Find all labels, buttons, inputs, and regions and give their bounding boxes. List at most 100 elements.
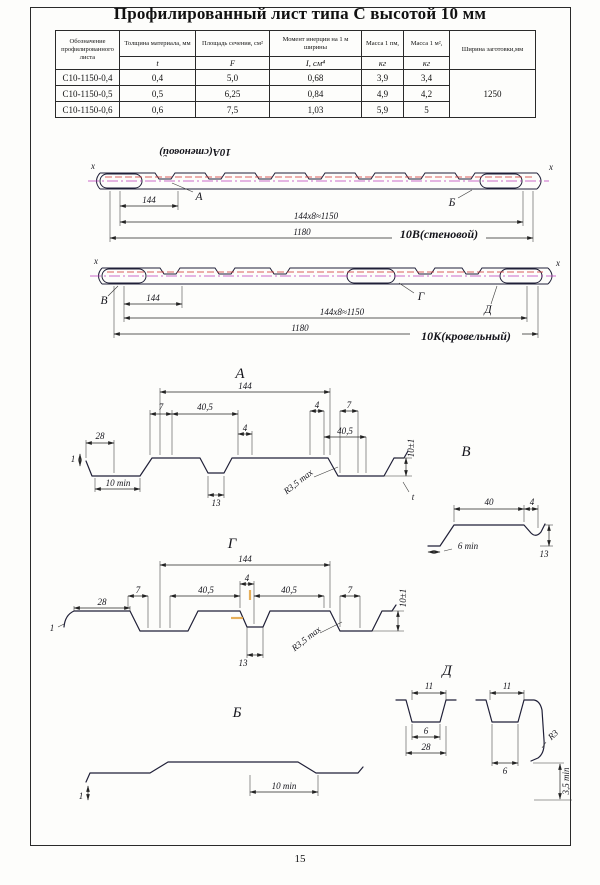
svg-text:4: 4 bbox=[243, 423, 248, 433]
svg-text:6: 6 bbox=[424, 726, 429, 736]
dim-t: t bbox=[402, 481, 415, 502]
col-header-blank-width: Ширина заготовки,мм bbox=[449, 30, 536, 70]
dim-35min: 3,5 min bbox=[533, 762, 571, 800]
callout-d: Д bbox=[483, 304, 492, 316]
callout-b: Б bbox=[448, 197, 456, 209]
page-title: Профилированный лист типа С высотой 10 м… bbox=[113, 4, 487, 23]
svg-text:144: 144 bbox=[238, 381, 252, 391]
dim-7-left: 7 bbox=[127, 585, 149, 628]
drawing-frame bbox=[30, 7, 571, 846]
dim-7-left: 7 bbox=[149, 402, 173, 455]
dim-overall: 1180 10К(кровельный) bbox=[113, 286, 539, 343]
dim-13: 13 bbox=[239, 627, 264, 668]
svg-text:13: 13 bbox=[540, 549, 550, 559]
dim-144: 144 bbox=[159, 381, 331, 455]
svg-text:28: 28 bbox=[422, 742, 432, 752]
svg-text:R3,5 max: R3,5 max bbox=[281, 467, 315, 496]
dim-pitch-total: 144x8≈1150 bbox=[119, 191, 524, 226]
dim-height: 10±1 bbox=[384, 439, 416, 477]
dim-13: 13 bbox=[540, 524, 553, 559]
dim-13: 13 bbox=[207, 476, 225, 508]
svg-text:6: 6 bbox=[503, 766, 508, 776]
section-b: Б 1 10 min bbox=[79, 705, 364, 801]
section-v-title: В bbox=[461, 444, 470, 460]
dim-6-left: 6 bbox=[411, 724, 441, 740]
svg-text:6 min: 6 min bbox=[458, 541, 479, 551]
series-label-roof: 10К(кровельный) bbox=[421, 329, 511, 343]
dim-28: 28 bbox=[85, 431, 115, 473]
svg-text:10±1: 10±1 bbox=[398, 589, 408, 607]
callout-v: В bbox=[100, 295, 107, 307]
section-d: Д 11 11 6 bbox=[395, 663, 572, 801]
dim-thickness-1: 1 bbox=[71, 453, 82, 467]
svg-text:7: 7 bbox=[348, 585, 353, 595]
svg-text:R3: R3 bbox=[545, 727, 560, 742]
profile-section-a bbox=[85, 450, 409, 477]
svg-text:t: t bbox=[412, 492, 415, 502]
section-v: В 40 4 6 min 13 bbox=[427, 444, 553, 559]
dim-11-left: 11 bbox=[411, 681, 447, 700]
col-header-mass-m2: Масса 1 м², bbox=[403, 30, 450, 57]
section-d-title: Д bbox=[440, 663, 453, 679]
svg-text:1: 1 bbox=[79, 791, 84, 801]
dim-11-right: 11 bbox=[489, 681, 525, 700]
table-row: С10-1150-0,6 0,6 7,5 1,03 5,9 5 bbox=[55, 101, 536, 118]
svg-text:40,5: 40,5 bbox=[337, 426, 353, 436]
edge-slot-left bbox=[101, 268, 147, 284]
profile-section-d-right bbox=[475, 699, 545, 762]
svg-text:40,5: 40,5 bbox=[198, 585, 214, 595]
dim-module: 144 bbox=[119, 191, 179, 226]
callout-g: Г bbox=[417, 291, 425, 303]
series-label-wall: 10В(стеновой) bbox=[400, 227, 478, 241]
svg-text:11: 11 bbox=[503, 681, 511, 691]
dim-7-right: 7 bbox=[339, 585, 361, 628]
dim-height: 10±1 bbox=[372, 589, 408, 632]
table-row: С10-1150-0,4 0,4 5,0 0,68 3,9 3,4 1250 bbox=[55, 69, 536, 118]
plan-view-wall: х х 10А(стеновой) А Б 144 144x8≈1150 bbox=[88, 146, 553, 242]
svg-text:10±1: 10±1 bbox=[406, 439, 416, 457]
svg-text:R3,5 max: R3,5 max bbox=[289, 624, 323, 653]
svg-text:11: 11 bbox=[425, 681, 433, 691]
dim-4-right: 4 bbox=[309, 400, 325, 455]
section-g: Г 144 4 7 bbox=[50, 536, 408, 668]
dim-28: 28 bbox=[73, 597, 131, 611]
svg-text:144: 144 bbox=[146, 293, 160, 303]
dim-4: 4 bbox=[523, 497, 539, 528]
flipped-series-label: 10А(стеновой) bbox=[159, 146, 231, 158]
cell-mass-m2: 5 bbox=[403, 101, 450, 118]
svg-text:40: 40 bbox=[485, 497, 495, 507]
dim-module: 144 bbox=[123, 286, 183, 322]
col-header-designation: Обозначение профилированного листа bbox=[55, 30, 120, 70]
axis-mark-right: х bbox=[548, 162, 553, 172]
svg-text:4: 4 bbox=[315, 400, 320, 410]
svg-text:1: 1 bbox=[71, 454, 76, 464]
cell-thickness: 0,6 bbox=[119, 101, 196, 118]
svg-text:40,5: 40,5 bbox=[281, 585, 297, 595]
svg-text:144: 144 bbox=[142, 195, 156, 205]
svg-text:144х8≈1150: 144х8≈1150 bbox=[320, 307, 365, 317]
profile-section-v bbox=[427, 523, 546, 547]
dim-405-left: 40,5 bbox=[169, 585, 241, 628]
svg-text:7: 7 bbox=[159, 402, 164, 412]
svg-text:1180: 1180 bbox=[291, 323, 309, 333]
section-a: А 144 7 40,5 4 bbox=[71, 366, 416, 508]
cell-designation: С10-1150-0,6 bbox=[55, 101, 120, 118]
svg-text:1: 1 bbox=[50, 623, 55, 633]
svg-text:144: 144 bbox=[238, 554, 252, 564]
dim-4-center: 4 bbox=[237, 423, 253, 455]
svg-text:28: 28 bbox=[98, 597, 108, 607]
dim-radius: R3,5 max bbox=[281, 466, 339, 497]
svg-text:7: 7 bbox=[347, 400, 352, 410]
dim-405-right: 40,5 bbox=[253, 585, 325, 608]
svg-text:4: 4 bbox=[245, 573, 250, 583]
col-header-mass-lm: Масса 1 пм, bbox=[361, 30, 404, 57]
svg-text:28: 28 bbox=[96, 431, 106, 441]
dim-thickness-1: 1 bbox=[79, 785, 90, 801]
cell-area: 7,5 bbox=[195, 101, 270, 118]
profile-section-d-left bbox=[395, 699, 457, 723]
axis-mark-left: х bbox=[90, 161, 95, 171]
dim-405-left: 40,5 bbox=[171, 402, 239, 455]
cell-blank-width: 1250 bbox=[449, 69, 536, 118]
dim-144: 144 bbox=[159, 554, 331, 628]
